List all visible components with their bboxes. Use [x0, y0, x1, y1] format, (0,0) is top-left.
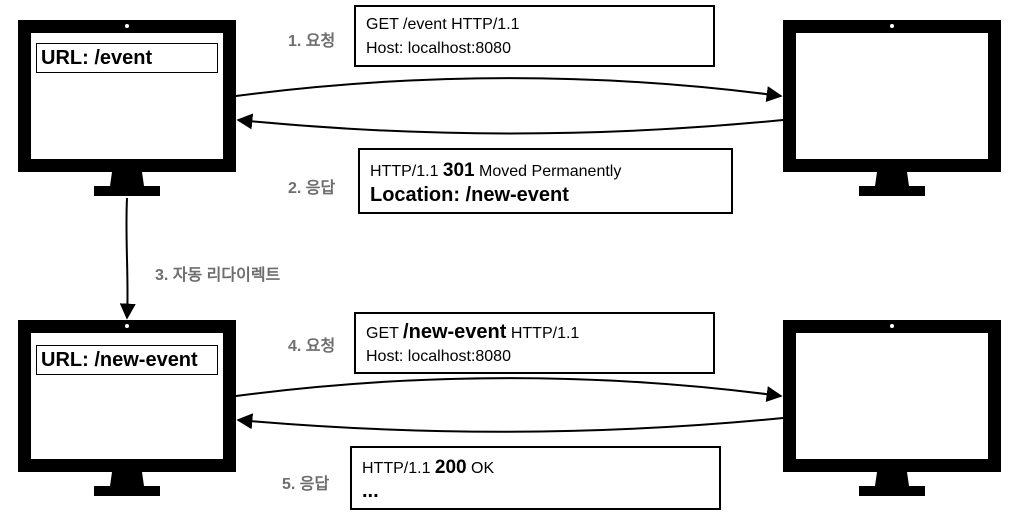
step-label-2: 2. 응답: [288, 180, 336, 197]
url-value: /new-event: [94, 349, 198, 371]
server-monitor-bottom: [783, 320, 1001, 496]
host-header: Host: localhost:8080: [366, 40, 511, 57]
status-text: OK: [466, 460, 495, 477]
step-label-5: 5. 응답: [282, 476, 330, 493]
response-arrow-bottom: [236, 413, 784, 433]
request-line: GET /new-event HTTP/1.1: [366, 321, 579, 344]
request-message-2: GET /new-event HTTP/1.1 Host: localhost:…: [354, 312, 715, 374]
status-line: HTTP/1.1 200 OK: [362, 457, 494, 479]
redirect-arrow: [119, 197, 136, 320]
protocol-version: HTTP/1.1: [506, 325, 580, 342]
request-arrow-top: [235, 77, 783, 103]
step-label-1: 1. 요청: [288, 33, 336, 50]
status-line: HTTP/1.1 301 Moved Permanently: [370, 160, 621, 182]
request-message-1: GET /event HTTP/1.1 Host: localhost:8080: [354, 5, 715, 67]
request-method: GET: [366, 325, 404, 342]
request-arrow-bottom: [235, 377, 783, 403]
response-arrow-top: [236, 113, 784, 135]
url-label: URL:: [41, 47, 89, 69]
protocol-version: HTTP/1.1: [370, 163, 443, 180]
status-text: Moved Permanently: [474, 163, 622, 180]
status-code: 301: [442, 160, 475, 181]
status-code: 200: [434, 457, 467, 478]
step-label-3: 3. 자동 리다이렉트: [155, 267, 281, 284]
url-label: URL:: [41, 349, 89, 371]
url-bar-top: URL: /event: [36, 43, 218, 73]
server-monitor-top: [783, 20, 1001, 196]
response-message-1: HTTP/1.1 301 Moved Permanently Location:…: [358, 148, 733, 214]
response-message-2: HTTP/1.1 200 OK ...: [350, 446, 721, 510]
step-label-4: 4. 요청: [288, 338, 336, 355]
url-bar-bottom: URL: /new-event: [36, 345, 218, 375]
request-path: /new-event: [403, 321, 507, 343]
ellipsis: ...: [362, 480, 379, 502]
url-value: /event: [94, 47, 153, 69]
location-header: Location: /new-event: [370, 184, 569, 206]
protocol-version: HTTP/1.1: [362, 460, 435, 477]
host-header: Host: localhost:8080: [366, 348, 511, 365]
request-line: GET /event HTTP/1.1: [366, 16, 520, 33]
